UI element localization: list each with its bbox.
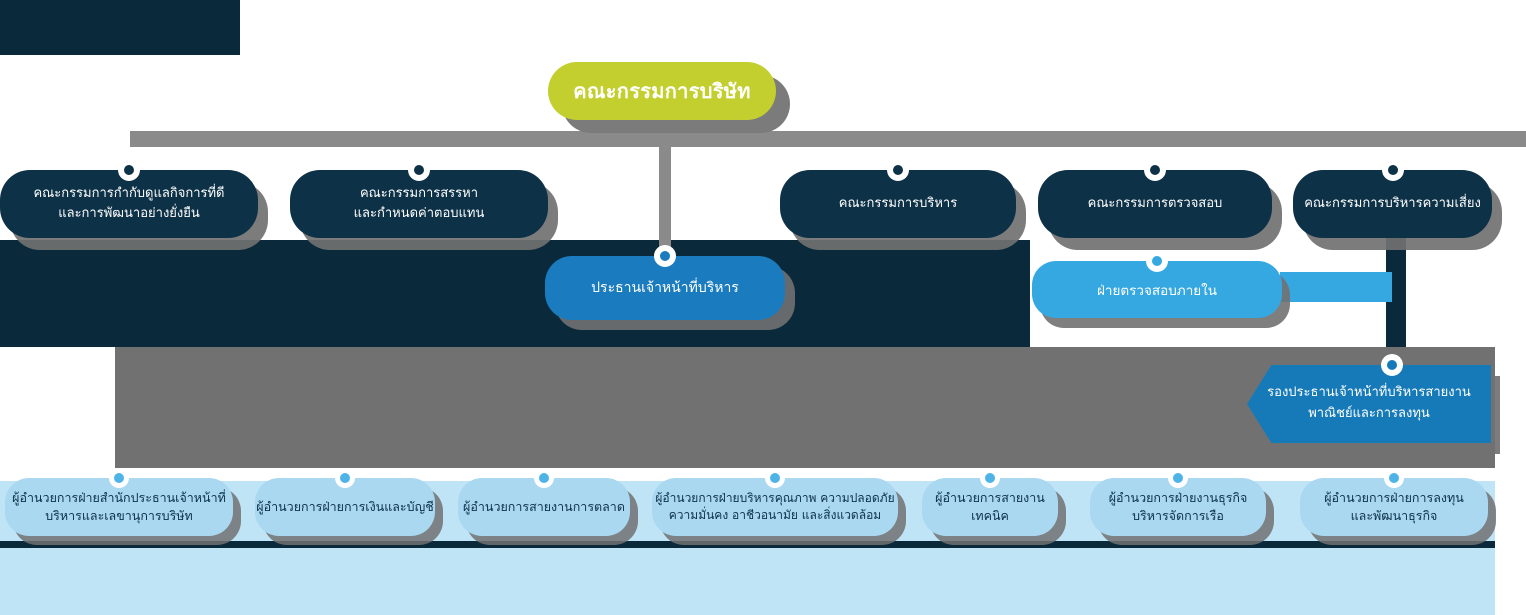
connector-node-icon: [980, 468, 1000, 488]
committee-label-line1: คณะกรรมการบริหาร: [838, 195, 958, 211]
ceo-label: ประธานเจ้าหน้าที่บริหาร: [591, 280, 739, 296]
connector-node-icon: [1146, 250, 1168, 272]
connector-internal-audit-band: [1280, 272, 1392, 302]
director-box-investment-business-development: ผู้อำนวยการฝ่ายการลงทุน และพัฒนาธุรกิจ: [1300, 468, 1488, 536]
director-label-line2: บริหารจัดการเรือ: [1132, 508, 1224, 523]
committee-label-line2: และการพัฒนาอย่างยั่งยืน: [58, 206, 200, 221]
director-label-line1: ผู้อำนวยการสายงาน: [935, 489, 1045, 505]
committee-box-audit: คณะกรรมการตรวจสอบ: [1038, 159, 1272, 238]
internal-audit-label: ฝ่ายตรวจสอบภายใน: [1096, 282, 1218, 299]
committee-label-line1: คณะกรรมการตรวจสอบ: [1087, 195, 1223, 211]
director-box-ship-management-business: ผู้อำนวยการฝ่ายงานธุรกิจ บริหารจัดการเรื…: [1090, 468, 1266, 536]
connector-node-icon: [1384, 468, 1404, 488]
director-box-ceo-office-secretary: ผู้อำนวยการฝ่ายสำนักประธานเจ้าหน้าที่ บร…: [5, 468, 233, 536]
director-label-line1: ผู้อำนวยการฝ่ายการลงทุน: [1324, 489, 1464, 505]
director-box-finance-accounting: ผู้อำนวยการฝ่ายการเงินและบัญชี: [255, 468, 435, 536]
connector-node-icon: [765, 468, 785, 488]
director-label-line1: ผู้อำนวยการสายงานการตลาด: [463, 498, 625, 514]
director-box-quality-safety-environment: ผู้อำนวยการฝ่ายบริหารคุณภาพ ความปลอดภัย …: [652, 468, 898, 536]
deputy-ceo-label-line2: พาณิชย์และการลงทุน: [1308, 406, 1430, 421]
committee-label-line1: คณะกรรมการบริหารความเสี่ยง: [1304, 195, 1481, 211]
ceo-box: ประธานเจ้าหน้าที่บริหาร: [545, 245, 785, 320]
deputy-ceo-box: รองประธานเจ้าหน้าที่บริหารสายงาน พาณิชย์…: [1247, 365, 1491, 443]
director-box-marketing: ผู้อำนวยการสายงานการตลาด: [458, 468, 630, 536]
connector-horizontal-main: [130, 131, 1526, 147]
director-box-technical: ผู้อำนวยการสายงาน เทคนิค: [922, 468, 1058, 536]
committee-box-risk-management: คณะกรรมการบริหารความเสี่ยง: [1293, 159, 1492, 238]
director-label-line1: ผู้อำนวยการฝ่ายสำนักประธานเจ้าหน้าที่: [12, 489, 226, 505]
director-label-line2: และพัฒนาธุรกิจ: [1350, 508, 1438, 523]
director-label-line2: บริหารและเลขานุการบริษัท: [45, 508, 193, 523]
connector-node-icon: [887, 159, 909, 181]
committee-box-governance-sustainability: คณะกรรมการกำกับดูแลกิจการที่ดี และการพัฒ…: [0, 159, 258, 238]
connector-vertical-risk-to-deputy: [1386, 238, 1406, 368]
connector-node-icon: [118, 159, 140, 181]
root-box-board-of-directors: คณะกรรมการบริษัท: [548, 62, 776, 120]
director-label-line1: ผู้อำนวยการฝ่ายการเงินและบัญชี: [256, 498, 434, 514]
root-label: คณะกรรมการบริษัท: [573, 79, 751, 103]
connector-vertical-root-to-ceo: [659, 118, 671, 255]
connector-node-icon: [654, 245, 676, 267]
committee-label-line1: คณะกรรมการสรรหา: [359, 185, 479, 201]
director-label-line2: ความมั่นคง อาชีวอนามัย และสิ่งแวดล้อม: [668, 508, 882, 522]
connector-node-icon: [335, 468, 355, 488]
director-label-line1: ผู้อำนวยการฝ่ายงานธุรกิจ: [1108, 489, 1248, 505]
connector-node-icon: [1144, 159, 1166, 181]
committee-box-nomination-remuneration: คณะกรรมการสรรหา และกำหนดค่าตอบแทน: [290, 159, 548, 238]
committee-label-line2: และกำหนดค่าตอบแทน: [353, 206, 485, 221]
background-navy-middle: [0, 240, 1030, 347]
connector-node-icon: [1168, 468, 1188, 488]
connector-node-icon: [1381, 159, 1404, 181]
background-navy-strip-bottom: [0, 541, 1495, 548]
background-navy-topleft: [0, 0, 240, 55]
internal-audit-box: ฝ่ายตรวจสอบภายใน: [1032, 250, 1282, 318]
deputy-ceo-label-line1: รองประธานเจ้าหน้าที่บริหารสายงาน: [1267, 385, 1471, 401]
connector-node-icon: [109, 468, 129, 488]
connector-node-icon: [408, 159, 430, 181]
background-white-strip: [0, 468, 1526, 481]
connector-node-icon: [1381, 354, 1403, 376]
committee-box-executive: คณะกรรมการบริหาร: [780, 159, 1016, 238]
connector-node-icon: [534, 468, 554, 488]
director-label-line2: เทคนิค: [971, 508, 1009, 523]
committee-label-line1: คณะกรรมการกำกับดูแลกิจการที่ดี: [33, 185, 225, 201]
director-label-line1: ผู้อำนวยการฝ่ายบริหารคุณภาพ ความปลอดภัย: [655, 490, 895, 505]
